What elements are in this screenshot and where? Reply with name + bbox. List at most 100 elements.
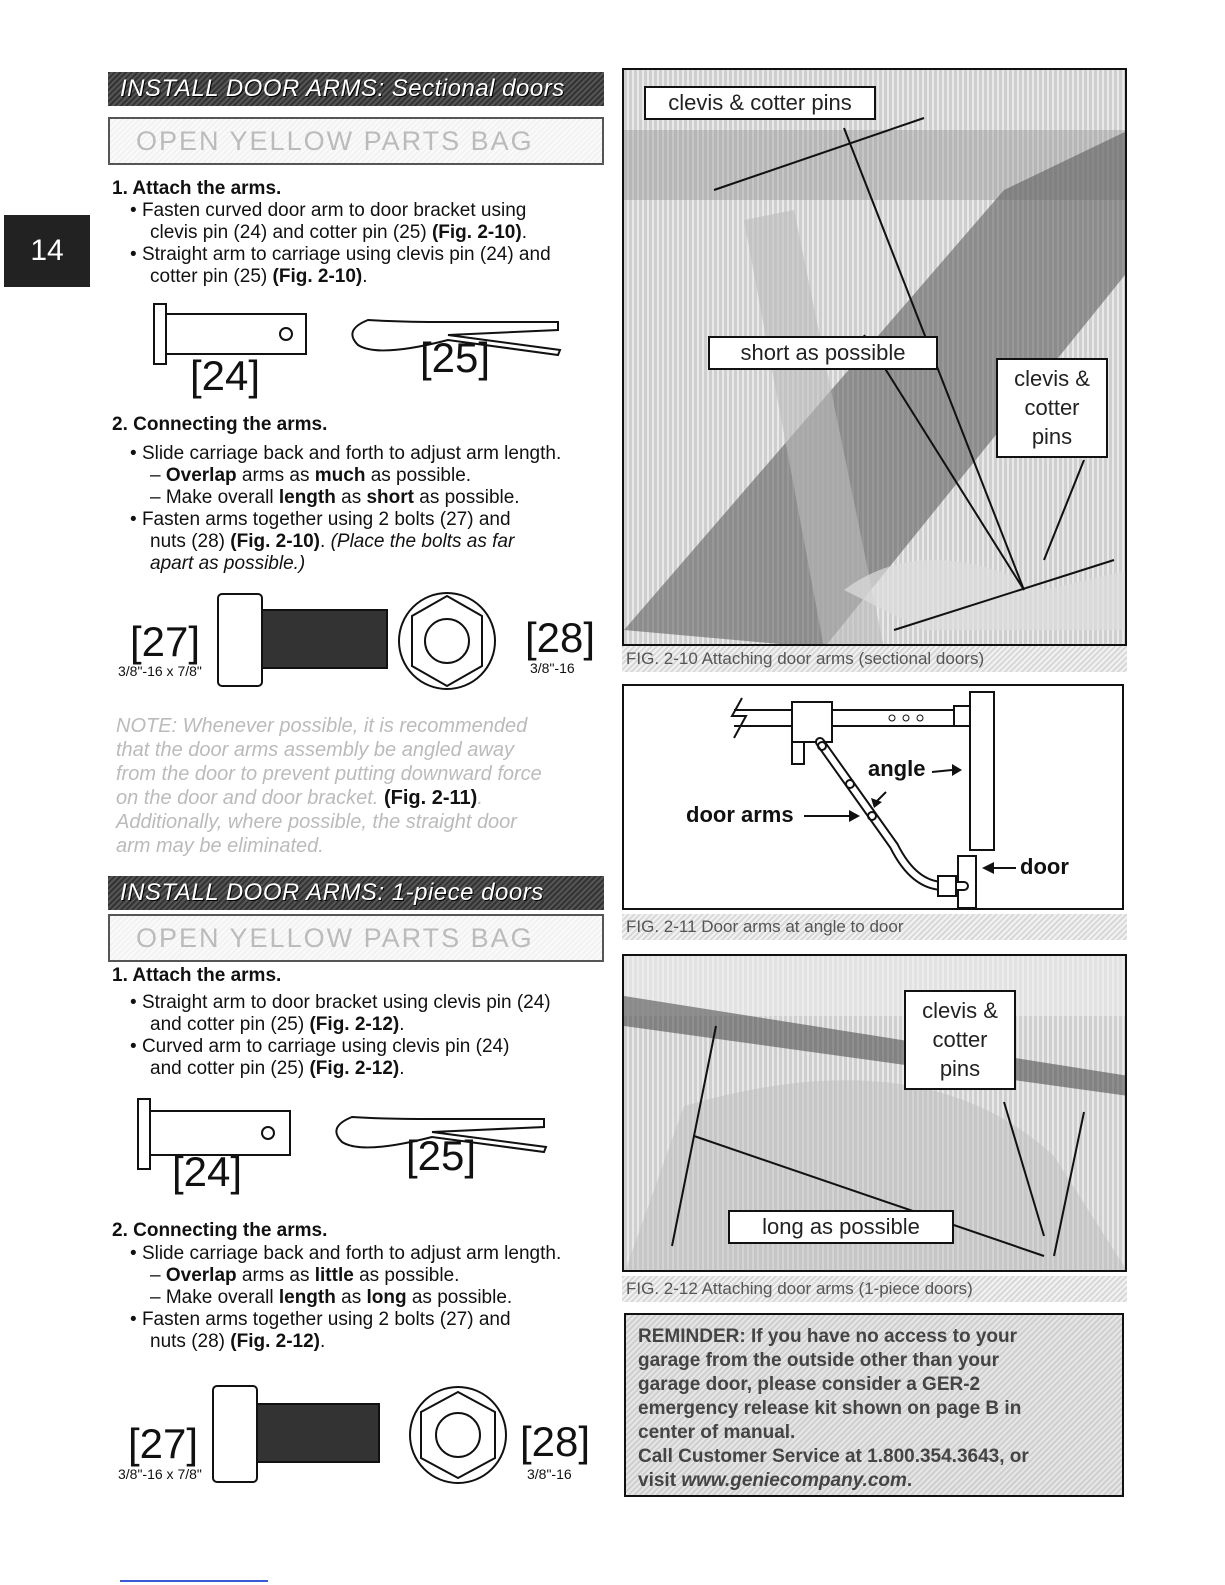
note-line: Additionally, where possible, the straig… [116,811,517,833]
clevis-cotter-pin-drawing [153,303,562,365]
page-number-tab: 14 [4,215,90,287]
page-number: 14 [30,234,64,267]
bolt-head [212,1385,258,1483]
bullet-line: nuts (28) (Fig. 2-12). [150,1331,326,1352]
website-link[interactable]: www.geniecompany.com [681,1470,907,1491]
part-spec-27: 3/8"-16 x 7/8" [118,1466,202,1482]
parts-bag-box: OPEN YELLOW PARTS BAG [108,914,604,962]
reminder-line: visit www.geniecompany.com. [638,1470,913,1491]
part-spec-28: 3/8"-16 [530,660,575,676]
cotter-pin [351,318,562,357]
note-line: arm may be eliminated. [116,835,324,857]
bullet-line: – Make overall length as long as possibl… [150,1287,513,1308]
note-line: that the door arms assembly be angled aw… [116,739,514,761]
clevis-pin-hole [261,1126,275,1140]
label-door: door [1020,854,1069,879]
bullet-line: apart as possible.) [150,553,306,574]
reminder-line: emergency release kit shown on page B in [638,1398,1022,1419]
reminder-line: garage from the outside other than your [638,1350,1000,1371]
parts-bag-text: OPEN YELLOW PARTS BAG [136,126,534,156]
bullet-line: nuts (28) (Fig. 2-10). (Place the bolts … [150,531,515,552]
note-line: on the door and door bracket. (Fig. 2-11… [116,787,483,809]
nut-hole [424,618,470,664]
label-short-as-possible: short as possible [708,336,938,370]
part-label-24: [24] [190,352,261,399]
label-clevis-cotter-pins: clevis & cotter pins [644,86,876,120]
fig-2-10-illustration [624,117,1125,644]
step-heading: 1. Attach the arms. [112,965,282,986]
clevis-pin-head [153,303,167,365]
fig-2-12-caption: FIG. 2-12 Attaching door arms (1-piece d… [622,1276,1127,1302]
fig-2-11-diagram: angle door arms door [622,684,1124,910]
nut-outline [398,592,496,690]
reminder-line: REMINDER: If you have no access to your [638,1326,1018,1347]
bullet-line: – Make overall length as short as possib… [150,487,520,508]
part-label-27: [27] [130,618,201,665]
bullet-list: • Slide carriage back and forth to adjus… [130,443,610,575]
part-label-28: [28] [525,614,596,661]
bullet-line: • Slide carriage back and forth to adjus… [130,1243,562,1264]
nut-outline [409,1386,507,1484]
label-long-as-possible: long as possible [728,1210,954,1244]
banner-title: INSTALL DOOR ARMS: [120,879,385,906]
note-line: from the door to prevent putting downwar… [116,763,542,785]
bullet-line: • Straight arm to carriage using clevis … [130,244,551,265]
section-banner-1piece: INSTALL DOOR ARMS: 1-piece doors [108,876,604,910]
reminder-line: center of manual. [638,1422,796,1443]
label-angle: angle [868,756,926,781]
bullet-line: cotter pin (25) (Fig. 2-10). [150,266,368,287]
bullet-line: and cotter pin (25) (Fig. 2-12). [150,1058,405,1079]
reminder-box: REMINDER: If you have no access to your … [624,1313,1124,1497]
bullet-list: • Fasten curved door arm to door bracket… [130,200,610,288]
fig-2-10-caption: FIG. 2-10 Attaching door arms (sectional… [622,646,1127,672]
bullet-line: – Overlap arms as little as possible. [150,1265,460,1286]
fig-2-10-photo: clevis & cotter pins short as possible c… [622,68,1127,646]
bullet-line: • Fasten arms together using 2 bolts (27… [130,509,511,530]
fig-2-11-caption: FIG. 2-11 Door arms at angle to door [622,914,1127,940]
banner-title: INSTALL DOOR ARMS: [120,75,385,102]
part-label-28: [28] [520,1418,591,1465]
cotter-pin [335,1115,548,1154]
fig-2-11-illustration [730,691,1016,908]
clevis-cotter-pin-drawing [137,1098,548,1170]
banner-subtitle: Sectional doors [391,75,565,102]
part-label-27: [27] [128,1420,199,1467]
step-heading: 2. Connecting the arms. [112,414,328,435]
bullet-line: • Fasten curved door arm to door bracket… [130,200,527,221]
bolt-head [217,593,263,687]
note-line: NOTE: Whenever possible, it is recommend… [116,715,528,737]
label-door-arms: door arms [686,802,794,827]
reminder-line: garage door, please consider a GER-2 [638,1374,981,1395]
bullet-line: • Fasten arms together using 2 bolts (27… [130,1309,511,1330]
bullet-list: • Straight arm to door bracket using cle… [130,992,610,1080]
clevis-pin-head [137,1098,151,1170]
note-block: NOTE: Whenever possible, it is recommend… [116,714,616,858]
part-label-25: [25] [420,334,491,381]
reminder-line: Call Customer Service at 1.800.354.3643,… [638,1446,1029,1467]
step-heading: 1. Attach the arms. [112,178,282,199]
bullet-line: • Curved arm to carriage using clevis pi… [130,1036,510,1057]
part-spec-28: 3/8"-16 [527,1466,572,1482]
bullet-line: • Slide carriage back and forth to adjus… [130,443,562,464]
bolt-thread [261,609,388,669]
part-spec-27: 3/8"-16 x 7/8" [118,663,202,679]
banner-subtitle: 1-piece doors [391,879,544,906]
bullet-line: – Overlap arms as much as possible. [150,465,472,486]
bolt-nut-drawing [217,592,496,690]
bullet-list: • Slide carriage back and forth to adjus… [130,1243,610,1353]
bullet-line: clevis pin (24) and cotter pin (25) (Fig… [150,222,527,243]
clevis-pin-hole [279,327,293,341]
bolt-nut-drawing [212,1385,507,1484]
parts-bag-box: OPEN YELLOW PARTS BAG [108,117,604,165]
section-banner-sectional: INSTALL DOOR ARMS: Sectional doors [108,72,604,106]
part-label-24: [24] [172,1148,243,1195]
clevis-pin-shaft [149,1110,291,1156]
parts-bag-text: OPEN YELLOW PARTS BAG [136,923,534,953]
bullet-line: and cotter pin (25) (Fig. 2-12). [150,1014,405,1035]
bolt-thread [256,1403,380,1463]
step-heading: 2. Connecting the arms. [112,1220,328,1241]
footer-rule [120,1580,268,1582]
